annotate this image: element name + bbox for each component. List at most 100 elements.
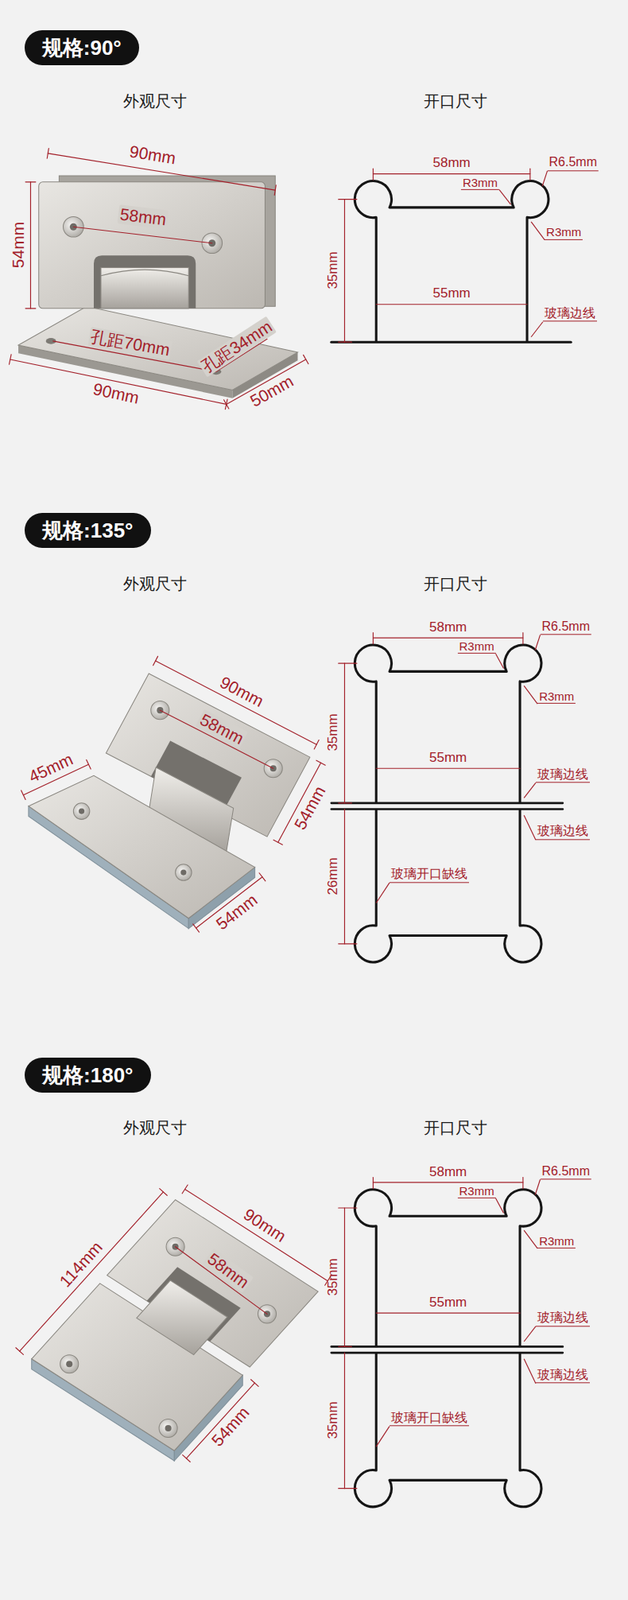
screw xyxy=(175,864,193,881)
callout-label: 玻璃边线 xyxy=(535,824,590,840)
dimension-tick xyxy=(273,839,283,845)
dimension-tick xyxy=(338,341,353,343)
dimension-tick xyxy=(159,1188,168,1196)
dimension-line xyxy=(175,1246,268,1315)
leader-line xyxy=(376,882,390,903)
leader-line xyxy=(499,189,511,205)
dimension-tick xyxy=(274,185,276,196)
dimension-line xyxy=(372,637,524,639)
screw xyxy=(60,1354,79,1373)
leader-line xyxy=(376,1426,390,1446)
dimension-tick xyxy=(224,399,229,409)
dimension-label: 90mm xyxy=(127,141,179,169)
glass-edge-line xyxy=(331,802,563,805)
dimension-line xyxy=(372,173,531,175)
spec-title: 规格:180° xyxy=(42,1062,133,1087)
dimension-line xyxy=(186,1382,255,1458)
dimension-tick xyxy=(372,632,374,644)
view-heading: 开口尺寸 xyxy=(422,573,489,593)
view-heading: 外观尺寸 xyxy=(121,573,189,593)
dimension-label: 26mm xyxy=(325,855,342,896)
view-heading: 开口尺寸 xyxy=(422,91,489,110)
screw xyxy=(158,1418,178,1437)
spec-badge: 规格:180° xyxy=(24,1057,152,1093)
radius-label: R6.5mm xyxy=(540,1163,592,1179)
base-plate xyxy=(18,306,298,390)
dimension-label: 55mm xyxy=(427,749,469,766)
dimension-label: 58mm xyxy=(201,1248,254,1293)
glass-edge-line xyxy=(331,341,571,344)
view-heading: 外观尺寸 xyxy=(121,1118,189,1137)
glass-edge-line xyxy=(331,807,563,811)
dimension-tick xyxy=(25,181,36,183)
drawing xyxy=(9,148,572,1507)
opening-outline xyxy=(354,1352,542,1507)
leader-line xyxy=(523,814,536,840)
dimension-label: 54mm xyxy=(206,1401,255,1451)
dimension-line xyxy=(344,662,346,803)
view-heading: 外观尺寸 xyxy=(121,91,189,110)
callout-label: 玻璃开口缺线 xyxy=(389,1410,470,1426)
dimension-label: 55mm xyxy=(427,1294,469,1311)
leader-line xyxy=(534,634,540,650)
dimension-tick xyxy=(46,148,49,159)
spec-title: 规格:90° xyxy=(42,35,122,60)
dimension-label: 35mm xyxy=(325,249,342,291)
radius-label: R3mm xyxy=(457,1183,496,1198)
opening-outline xyxy=(354,644,542,803)
leader-line xyxy=(531,221,545,241)
dimension-line xyxy=(73,226,212,244)
dimension-tick xyxy=(338,1345,353,1347)
dimension-label: 54mm xyxy=(210,888,262,935)
dimension-tick xyxy=(338,198,357,200)
dimension-label: 58mm xyxy=(116,204,169,230)
callout-label: 玻璃边线 xyxy=(542,306,597,322)
spec-badge: 规格:90° xyxy=(24,30,140,66)
radius-label: R3mm xyxy=(537,689,576,704)
radius-label: R3mm xyxy=(457,639,496,654)
opening-outline xyxy=(354,809,542,962)
hinge-knuckle xyxy=(136,1279,228,1355)
dimension-line xyxy=(344,809,346,944)
dimension-tick xyxy=(251,1379,260,1387)
screw-socket xyxy=(165,1424,172,1431)
dimension-label: 35mm xyxy=(325,712,342,753)
dimension-tick xyxy=(15,1347,24,1355)
dimension-tick xyxy=(9,354,12,365)
dimension-label: 90mm xyxy=(89,379,143,408)
view-heading: 开口尺寸 xyxy=(422,1118,489,1137)
leader-line xyxy=(523,1229,538,1249)
dimension-label: 50mm xyxy=(245,371,299,413)
dimension-label: 35mm xyxy=(325,1399,342,1440)
dimension-tick xyxy=(303,354,309,364)
dimension-line xyxy=(376,303,528,305)
leader-line xyxy=(531,321,543,338)
glass-edge-line xyxy=(331,1351,563,1354)
dimension-line xyxy=(376,1312,520,1314)
dimension-label: 45mm xyxy=(23,748,78,787)
dimension-line xyxy=(30,182,32,309)
leader-line xyxy=(542,170,547,187)
dimension-tick xyxy=(314,740,319,749)
radius-label: R6.5mm xyxy=(540,619,592,635)
dimension-tick xyxy=(86,759,91,769)
dimension-label: 58mm xyxy=(195,709,249,749)
dimension-label: 54mm xyxy=(8,220,28,270)
dimension-tick xyxy=(153,655,159,665)
dimension-label: 54mm xyxy=(290,781,331,834)
dimension-label: 孔距70mm xyxy=(88,326,174,361)
dimension-label: 58mm xyxy=(427,1163,469,1180)
dimension-tick xyxy=(338,802,353,803)
leader-line xyxy=(523,1358,536,1384)
screw-socket xyxy=(65,1360,73,1367)
dimension-line xyxy=(376,767,520,769)
screw-socket xyxy=(78,808,85,815)
dimension-tick xyxy=(259,872,266,881)
dimension-tick xyxy=(316,759,326,765)
dimension-tick xyxy=(372,1177,374,1189)
hinge-knuckle xyxy=(100,267,189,309)
screw xyxy=(73,802,90,820)
hinge-plate xyxy=(38,182,266,309)
dimension-label: 58mm xyxy=(427,619,469,636)
leader-line xyxy=(523,782,536,798)
